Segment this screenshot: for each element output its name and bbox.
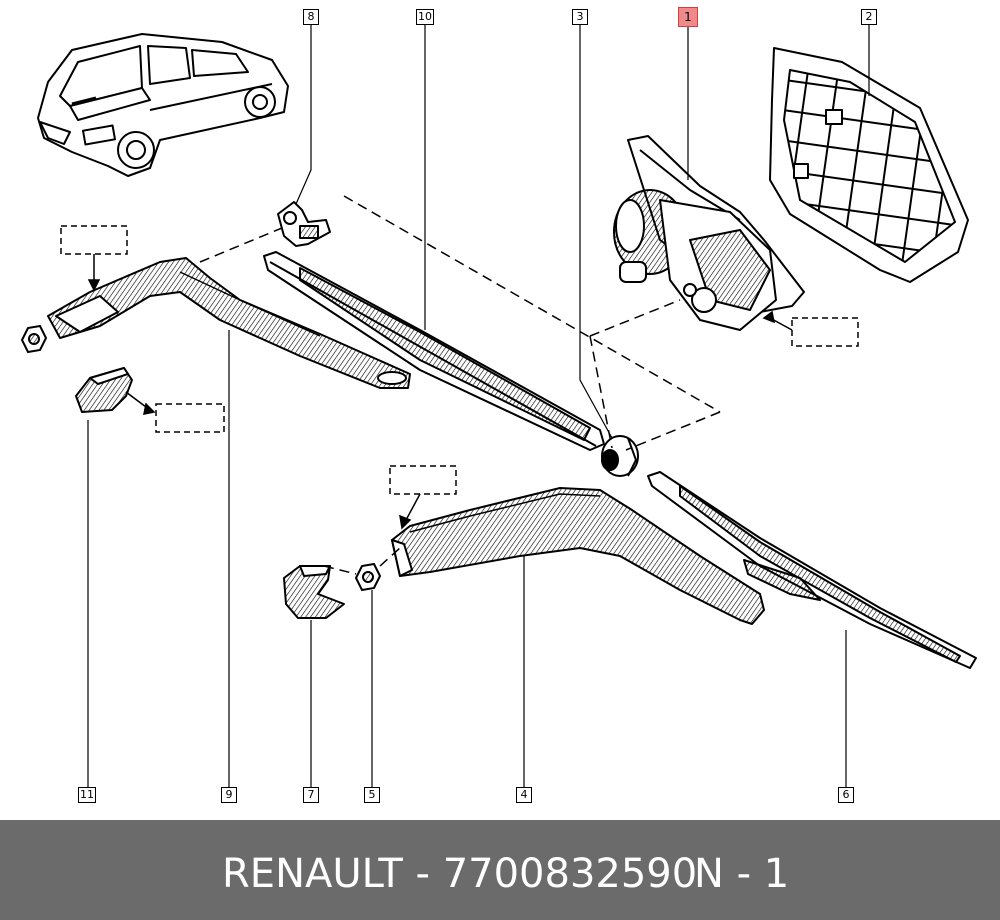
brand-part-number: RENAULT - 7700832590 [222,851,698,897]
callout-8: 8 [303,9,319,25]
callout-10: 10 [416,9,434,25]
part-6-lower-blade [647,471,977,669]
callout-6: 6 [838,787,854,803]
car-illustration [37,33,289,177]
callout-5: 5 [364,787,380,803]
part-10-upper-blade [263,251,605,451]
leader-lines [87,25,870,787]
callout-11: 11 [78,787,96,803]
reference-boxes [60,225,859,495]
part-8-clip [277,201,331,247]
callout-4: 4 [516,787,532,803]
footer-bar: RENAULT - 7700832590 N - 1 [0,820,1000,920]
part-7-cap [283,565,345,619]
callout-7: 7 [303,787,319,803]
part-3-grommet [601,435,639,477]
parts-diagram [20,25,977,787]
callout-2: 2 [861,9,877,25]
part-9-upper-arm [47,257,411,389]
callout-3: 3 [572,9,588,25]
part-2-panel [769,47,969,283]
callout-9: 9 [221,787,237,803]
sheet-number: N - 1 [694,851,790,897]
part-4-lower-arm [391,487,765,625]
pointer-arrows [87,254,793,530]
callout-1-highlighted: 1 [678,7,698,27]
assembly-lines [199,195,721,575]
part-1-wiper-motor [613,135,805,331]
nut-upper [20,324,48,354]
part-5-nut [354,562,382,592]
part-11-cap [75,367,133,413]
